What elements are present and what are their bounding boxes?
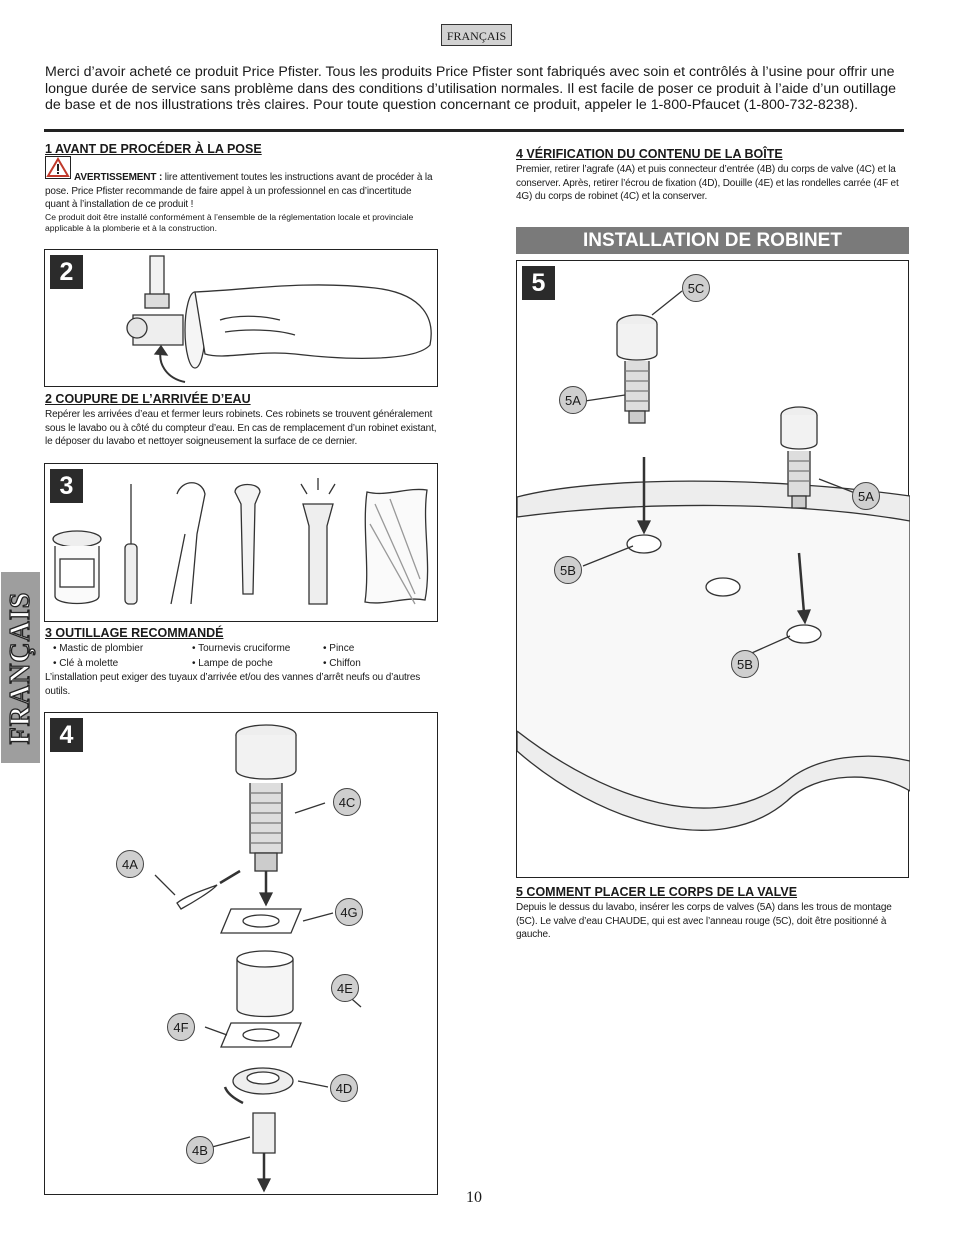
page-number: 10 — [466, 1189, 482, 1206]
valve-parts-illustration — [154, 724, 362, 1193]
callout-4d: 4D — [330, 1074, 358, 1102]
divider — [44, 129, 904, 132]
section5-heading: 5 COMMENT PLACER LE CORPS DE LA VALVE — [516, 885, 798, 899]
tools-illustration — [52, 478, 429, 605]
section4-text: Premier, retirer l’agrafe (4A) et puis c… — [516, 164, 899, 203]
section1-heading: 1 AVANT DE PROCÉDER À LA POSE — [45, 142, 262, 156]
figure-2: 2 — [44, 249, 438, 387]
figure-5: 5 5C 5A 5A 5B 5B — [516, 260, 910, 878]
tool-item: • Tournevis cruciforme — [192, 643, 291, 654]
callout-5a: 5A — [852, 482, 880, 510]
warning-text: lire attentivement toutes les instructio… — [45, 172, 433, 211]
figure-number: 2 — [50, 255, 83, 289]
callout-5b: 5B — [731, 650, 759, 678]
tools-list-2: • Tournevis cruciforme • Lampe de poche — [192, 641, 290, 671]
tools-list-3: • Pince • Chiffon — [323, 641, 361, 671]
sink-valve-installation-illustration — [517, 290, 910, 831]
figure-number: 5 — [522, 266, 555, 300]
warning-icon — [45, 156, 71, 179]
section1-note: Ce produit doit être installé conforméme… — [45, 211, 414, 234]
section4-heading: 4 VÉRIFICATION DU CONTENU DE LA BOÎTE — [516, 147, 783, 161]
callout-4a: 4A — [116, 850, 144, 878]
shutoff-valve-illustration — [126, 255, 432, 383]
callout-4f: 4F — [167, 1013, 195, 1041]
callout-5b: 5B — [554, 556, 582, 584]
tools-list-1: • Mastic de plombier • Clé à molette — [53, 641, 143, 671]
section3-note: L’installation peut exiger des tuyaux d’… — [45, 672, 421, 697]
callout-4c: 4C — [333, 788, 361, 816]
tool-item: • Mastic de plombier — [53, 643, 144, 654]
intro-paragraph: Merci d’avoir acheté ce produit Price Pf… — [45, 64, 896, 113]
callout-4g: 4G — [335, 898, 363, 926]
section2-heading: 2 COUPURE DE L’ARRIVÉE D’EAU — [45, 392, 251, 406]
tool-item: • Chiffon — [323, 658, 361, 669]
installation-banner: INSTALLATION DE ROBINET — [516, 227, 909, 254]
tool-item: • Pince — [323, 643, 355, 654]
sidebar-label: FRANÇAIS — [4, 591, 36, 745]
tool-item: • Lampe de poche — [192, 658, 273, 669]
figure-3: 3 — [44, 463, 438, 622]
section3-heading: 3 OUTILLAGE RECOMMANDÉ — [45, 626, 224, 640]
warning-label: AVERTISSEMENT : — [74, 172, 163, 183]
callout-5c: 5C — [682, 274, 710, 302]
callout-4b: 4B — [186, 1136, 214, 1164]
callout-5a: 5A — [559, 386, 587, 414]
section2-text: Repérer les arrivées d’eau et fermer leu… — [45, 409, 437, 448]
figure-number: 4 — [50, 718, 83, 752]
figure-4: 4 4C 4A 4G 4E 4F 4 — [44, 712, 438, 1195]
tool-item: • Clé à molette — [53, 658, 119, 669]
section5-text: Depuis le dessus du lavabo, insérer les … — [516, 902, 892, 941]
language-sidebar: FRANÇAIS — [1, 572, 40, 763]
language-tag: FRANÇAIS — [441, 24, 512, 46]
figure-number: 3 — [50, 469, 83, 503]
callout-4e: 4E — [331, 974, 359, 1002]
